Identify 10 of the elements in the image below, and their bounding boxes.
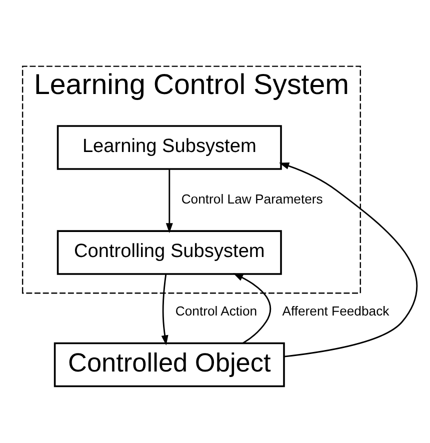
node-box: Learning Subsystem bbox=[56, 125, 282, 170]
node-box: Controlled Object bbox=[54, 342, 285, 388]
arrow bbox=[161, 274, 168, 346]
node-box: Controlling Subsystem bbox=[56, 230, 282, 275]
arrow bbox=[166, 169, 173, 234]
edge-label: Control Action bbox=[175, 304, 258, 319]
edge-label: Control Law Parameters bbox=[181, 191, 323, 206]
edge-label: Afferent Feedback bbox=[282, 304, 390, 319]
arrow bbox=[279, 162, 418, 358]
arrow bbox=[233, 273, 272, 344]
